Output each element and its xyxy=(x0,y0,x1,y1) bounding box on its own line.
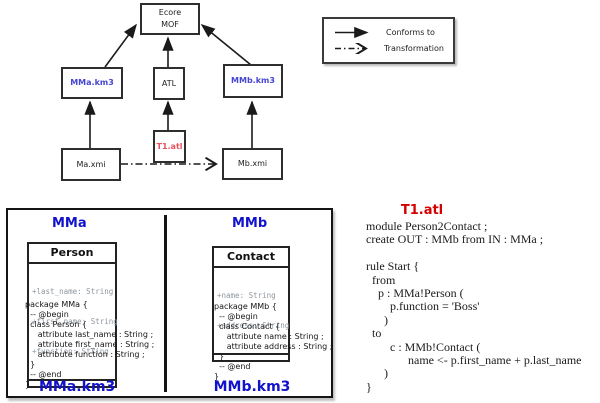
node-atl-label: ATL xyxy=(161,78,177,88)
node-atl: ATL xyxy=(153,67,185,100)
contact-attr-name: +name: String xyxy=(217,291,276,300)
person-class-attributes: +last_name: String +first_name: String +… xyxy=(29,264,118,381)
node-mma-km3-label: MMa.km3 xyxy=(70,78,114,87)
person-class-name: Person xyxy=(29,244,115,264)
mma-km3-file-label: MMa.km3 xyxy=(39,379,116,395)
atl-code-title: T1.atl xyxy=(400,203,444,218)
contact-class-box: Contact +name: String +address: String xyxy=(212,246,290,362)
node-t1-atl-label: T1.atl xyxy=(156,141,183,151)
conforms-arrow-mma-ecore xyxy=(104,23,137,68)
mma-title: MMa xyxy=(52,216,87,231)
node-ecore-mof-label: Ecore MOF xyxy=(158,8,182,29)
conforms-to-arrow-icon xyxy=(335,26,369,38)
person-class-box: Person +last_name: String +first_name: S… xyxy=(27,242,118,388)
legend-conforms-label: Conforms to xyxy=(386,27,435,37)
mma-km3-code: package MMa { -- @begin class Person { a… xyxy=(25,300,155,389)
mmb-title: MMb xyxy=(232,216,268,231)
legend-transformation-label: Transformation xyxy=(383,44,444,54)
node-ma-xmi-label: Ma.xmi xyxy=(76,159,106,169)
contact-class-name: Contact xyxy=(214,248,288,268)
node-mb-xmi-label: Mb.xmi xyxy=(237,159,268,168)
panel-divider xyxy=(164,215,167,392)
node-mb-xmi: Mb.xmi xyxy=(222,148,283,180)
node-t1-atl: T1.atl xyxy=(153,130,186,163)
atl-code-listing: module Person2Contact ; create OUT : MMb… xyxy=(366,219,582,394)
legend-row-transformation: Transformation xyxy=(333,43,444,54)
person-attr-first-name: +first_name: String xyxy=(32,317,118,326)
diagram-arrows xyxy=(84,23,258,200)
contact-class-attributes: +name: String +address: String xyxy=(214,268,290,355)
legend-box: Conforms to Transformation xyxy=(322,17,455,64)
mmb-km3-code: package MMb { -- @begin class Contact { … xyxy=(214,302,333,381)
mmb-km3-file-label: MMb.km3 xyxy=(213,379,291,395)
transformation-arrow-icon xyxy=(335,43,375,54)
conforms-arrow-mmb-ecore xyxy=(200,23,252,66)
node-ma-xmi: Ma.xmi xyxy=(61,148,121,181)
person-attr-last-name: +last_name: String xyxy=(32,287,114,296)
node-mmb-km3: MMb.km3 xyxy=(223,64,283,98)
metamodel-panel: MMa Person +last_name: String +first_nam… xyxy=(6,208,333,398)
legend-row-conforms: Conforms to xyxy=(333,26,444,38)
person-attr-function: +function: String xyxy=(32,347,109,356)
node-mma-km3: MMa.km3 xyxy=(61,67,123,99)
contact-attr-address: +address: String xyxy=(217,321,290,330)
node-ecore-mof: Ecore MOF xyxy=(140,3,200,35)
node-mmb-km3-label: MMb.km3 xyxy=(231,76,275,85)
